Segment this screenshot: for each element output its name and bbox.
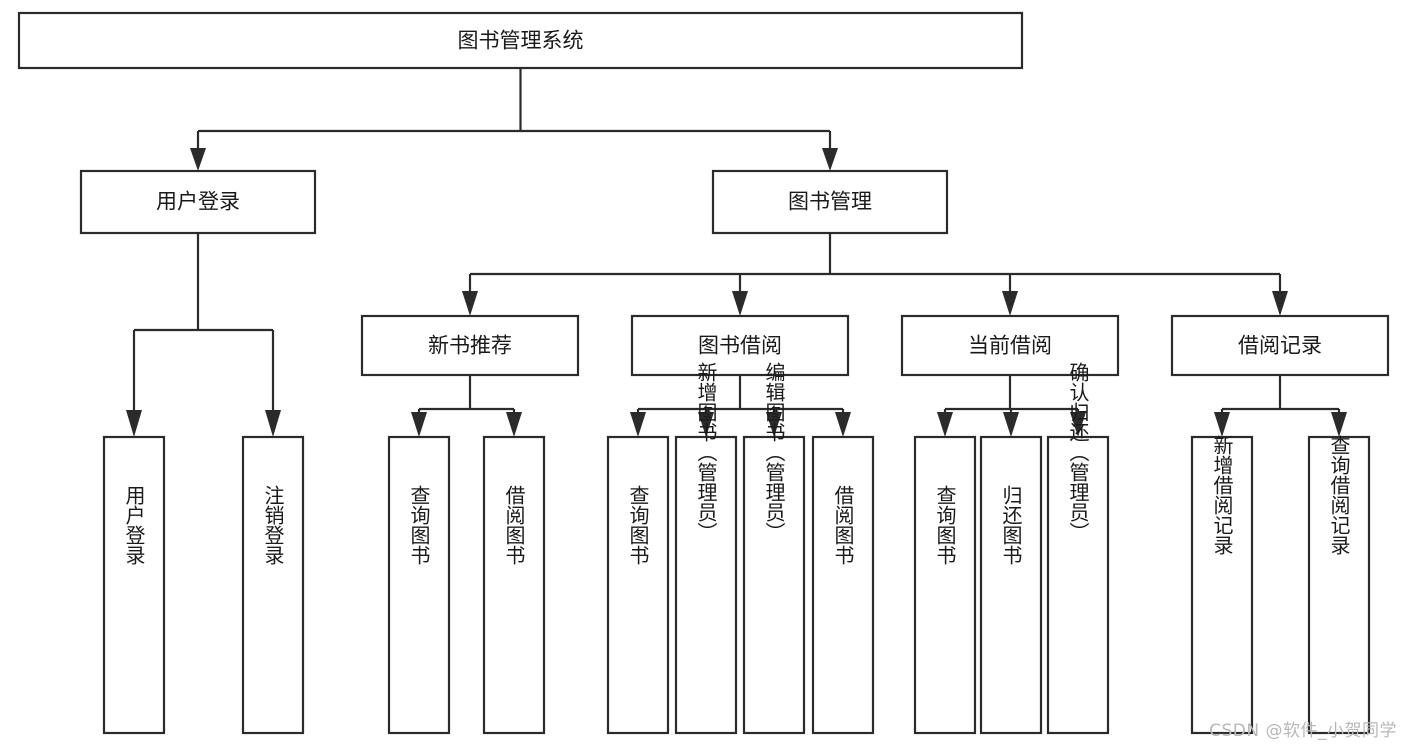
leaf-book-borrow-borrow[interactable]: 借阅图书 — [811, 435, 875, 735]
arrow-head-current-borrow-leaf-3 — [1070, 412, 1086, 437]
node-root-system[interactable]: 图书管理系统 — [17, 11, 1024, 70]
node-user-login-box[interactable] — [79, 169, 317, 235]
arrow-head-book-borrow-leaf-1 — [630, 412, 646, 437]
leaf-current-borrow-return-label: 归还图书 — [999, 485, 1023, 565]
node-user-login[interactable]: 用户登录 — [79, 169, 317, 235]
leaf-user-login-login[interactable]: 用户登录 — [102, 435, 166, 735]
leaf-current-borrow-return-box[interactable] — [979, 435, 1043, 735]
node-book-borrow-box[interactable] — [630, 314, 850, 377]
leaf-book-borrow-add[interactable]: 新增图书（管理员） — [674, 362, 738, 735]
leaf-borrow-record-add[interactable]: 新增借阅记录 — [1190, 435, 1254, 735]
leaf-current-borrow-query-box[interactable] — [913, 435, 977, 735]
leaf-borrow-record-add-box[interactable] — [1190, 435, 1254, 735]
leaf-borrow-record-query[interactable]: 查询借阅记录 — [1307, 435, 1371, 735]
arrow-head-current-borrow-leaf-1 — [937, 412, 953, 437]
leaf-book-borrow-query-label: 查询图书 — [626, 485, 650, 565]
leaf-book-borrow-edit-label: 编辑图书（管理员） — [762, 362, 786, 542]
arrow-head-current-borrow-leaf-2 — [1003, 412, 1019, 437]
arrow-head-book-borrow-leaf-2 — [698, 412, 714, 437]
node-current-borrow-label: 当前借阅 — [968, 334, 1052, 358]
arrow-head-new-book-leaf-2 — [506, 412, 522, 437]
leaf-book-borrow-edit[interactable]: 编辑图书（管理员） — [742, 362, 806, 735]
node-borrow-record-box[interactable] — [1170, 314, 1390, 377]
leaf-current-borrow-query[interactable]: 查询图书 — [913, 435, 977, 735]
csdn-watermark: CSDN @软件_小贺同学 — [1209, 721, 1397, 741]
leaf-user-login-logout[interactable]: 注销登录 — [241, 435, 305, 735]
leaf-user-login-login-box[interactable] — [102, 435, 166, 735]
arrow-head-book-borrow-leaf-4 — [835, 412, 851, 437]
node-new-book-recommend[interactable]: 新书推荐 — [360, 314, 580, 377]
arrow-head-book-manage — [822, 148, 838, 171]
leaf-book-borrow-edit-box[interactable] — [742, 435, 806, 735]
node-borrow-record-label: 借阅记录 — [1238, 334, 1322, 358]
arrow-head-new-book-recommend — [462, 291, 478, 316]
arrow-head-new-book-leaf-1 — [411, 412, 427, 437]
arrow-head-borrow-record-leaf-1 — [1214, 412, 1230, 437]
node-book-manage-label: 图书管理 — [788, 190, 872, 214]
leaf-user-login-logout-label: 注销登录 — [261, 485, 285, 565]
leaf-new-book-borrow[interactable]: 借阅图书 — [482, 435, 546, 735]
arrow-head-book-borrow-leaf-3 — [766, 412, 782, 437]
arrow-head-leaf-user-login — [126, 410, 142, 437]
leaf-new-book-query[interactable]: 查询图书 — [387, 435, 451, 735]
node-current-borrow-box[interactable] — [900, 314, 1120, 377]
leaf-book-borrow-borrow-box[interactable] — [811, 435, 875, 735]
leaf-borrow-record-add-label: 新增借阅记录 — [1210, 435, 1234, 555]
leaf-book-borrow-add-label: 新增图书（管理员） — [694, 362, 718, 542]
leaf-new-book-query-box[interactable] — [387, 435, 451, 735]
leaf-user-login-logout-box[interactable] — [241, 435, 305, 735]
leaf-borrow-record-query-box[interactable] — [1307, 435, 1371, 735]
leaf-new-book-borrow-label: 借阅图书 — [502, 485, 526, 565]
arrow-head-user-login — [190, 148, 206, 171]
node-book-borrow-label: 图书借阅 — [698, 334, 782, 358]
leaf-book-borrow-query[interactable]: 查询图书 — [606, 435, 670, 735]
leaf-user-login-login-label: 用户登录 — [122, 485, 146, 565]
arrow-head-borrow-record-leaf-2 — [1331, 412, 1347, 437]
arrow-head-book-borrow — [732, 291, 748, 316]
node-root-system-box[interactable] — [17, 11, 1024, 70]
leaf-new-book-query-label: 查询图书 — [407, 485, 431, 565]
node-current-borrow[interactable]: 当前借阅 — [900, 314, 1120, 377]
leaf-book-borrow-query-box[interactable] — [606, 435, 670, 735]
node-book-manage-box[interactable] — [711, 169, 949, 235]
arrow-head-current-borrow — [1002, 291, 1018, 316]
node-book-borrow[interactable]: 图书借阅 — [630, 314, 850, 377]
leaf-current-borrow-return[interactable]: 归还图书 — [979, 435, 1043, 735]
node-book-manage[interactable]: 图书管理 — [711, 169, 949, 235]
leaf-current-borrow-confirm-box[interactable] — [1046, 435, 1110, 735]
node-borrow-record[interactable]: 借阅记录 — [1170, 314, 1390, 377]
leaf-book-borrow-borrow-label: 借阅图书 — [831, 485, 855, 565]
connectors-group — [126, 68, 1347, 437]
leaf-current-borrow-query-label: 查询图书 — [933, 485, 957, 565]
node-new-book-recommend-label: 新书推荐 — [428, 334, 512, 358]
arrow-head-leaf-logout — [265, 410, 281, 437]
arrow-head-borrow-record — [1272, 291, 1288, 316]
leaf-book-borrow-add-box[interactable] — [674, 435, 738, 735]
leaf-current-borrow-confirm-label: 确认归还（管理员） — [1066, 362, 1090, 542]
leaf-borrow-record-query-label: 查询借阅记录 — [1327, 435, 1351, 555]
node-user-login-label: 用户登录 — [156, 190, 240, 214]
node-new-book-recommend-box[interactable] — [360, 314, 580, 377]
leaf-new-book-borrow-box[interactable] — [482, 435, 546, 735]
node-root-system-label: 图书管理系统 — [458, 29, 584, 53]
leaf-current-borrow-confirm[interactable]: 确认归还（管理员） — [1046, 362, 1110, 735]
